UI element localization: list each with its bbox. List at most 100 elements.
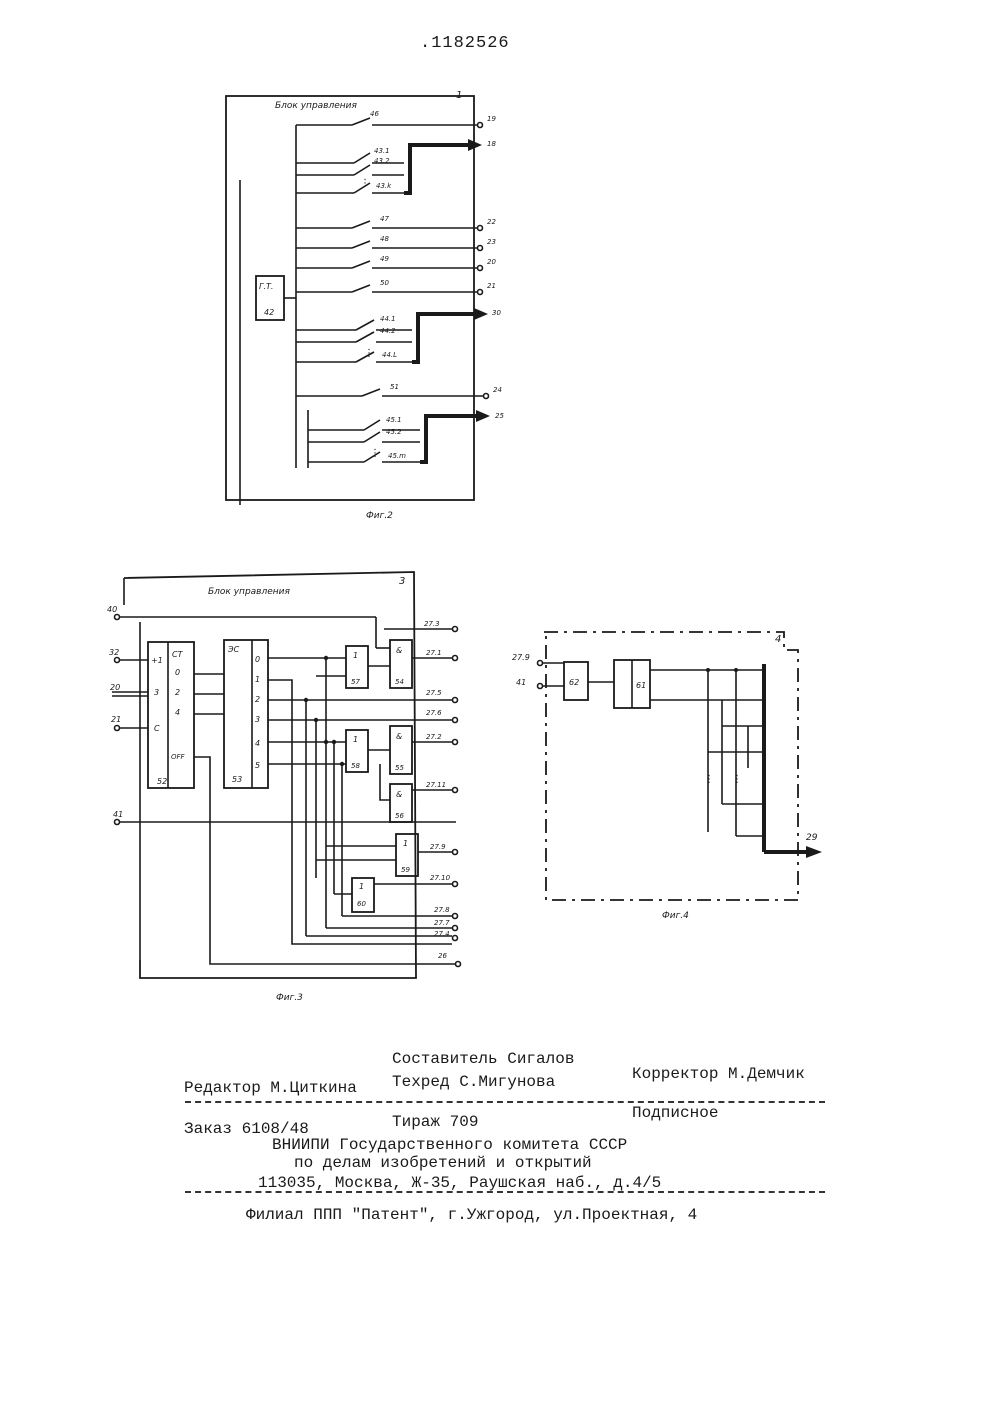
input-number: 20	[110, 683, 120, 692]
fig3-block-number: 3	[399, 576, 405, 587]
colophon-korrektor: Корректор М.Демчик	[632, 1065, 805, 1083]
colophon-tehred: Техред С.Мигунова	[392, 1073, 555, 1091]
switch-blade	[354, 153, 370, 163]
colophon-org-line-1: ВНИИПИ Государственного комитета СССР	[272, 1136, 627, 1154]
switch-label: 45.m	[388, 452, 406, 460]
output-terminal	[453, 914, 458, 919]
input-number: 41	[516, 678, 526, 687]
decoder-output-label: 4	[255, 739, 260, 748]
switch-blade	[354, 165, 370, 175]
bus-arrow-line	[404, 145, 470, 193]
switch-label: 44.1	[380, 315, 396, 323]
bus-arrow-line	[420, 416, 478, 462]
output-terminal	[484, 394, 489, 399]
input-terminal	[115, 726, 120, 731]
switch-blade	[352, 118, 370, 125]
colophon-podpisnoe: Подписное	[632, 1104, 718, 1122]
output-terminal	[453, 926, 458, 931]
gate-number: 55	[395, 764, 404, 772]
output-number: 25	[495, 412, 504, 420]
output-number: 27.7	[434, 919, 450, 927]
junction	[324, 740, 328, 744]
output-terminal	[453, 882, 458, 887]
output-number: 27.2	[426, 733, 442, 741]
counter-pin-label: C	[154, 724, 160, 733]
output-number: 19	[487, 115, 496, 123]
arrow-head	[474, 308, 488, 320]
switch-label: 44.L	[382, 351, 397, 359]
ellipsis: ⋮	[360, 178, 370, 189]
switch-label: 43.k	[376, 182, 392, 190]
figure-3: Блок управления 3 40 32 20 21 41 +1 3	[107, 572, 461, 1003]
output-number: 24	[493, 386, 502, 394]
ellipsis: ⋮	[732, 774, 742, 785]
decoder-output-label: 2	[255, 695, 260, 704]
switch-label: 48	[380, 235, 389, 243]
input-number: 27.9	[512, 653, 530, 662]
figure-2: Блок управления 1 Г.Т. 42 46 19	[226, 90, 504, 521]
output-number: 27.5	[426, 689, 442, 697]
output-number: 27.10	[430, 874, 451, 882]
separator-rule	[185, 1191, 825, 1193]
input-terminal	[115, 820, 120, 825]
input-terminal	[538, 661, 543, 666]
separator-rule	[185, 1101, 825, 1103]
decoder-number: 53	[232, 775, 242, 784]
switch-label: 50	[380, 279, 389, 287]
bus-arrow-line	[412, 314, 476, 362]
output-number: 27.8	[434, 906, 450, 914]
gate-symbol: 1	[403, 839, 408, 848]
gate-number: 54	[395, 678, 404, 686]
counter-pin-label: CT	[172, 650, 184, 659]
gate-symbol: 1	[353, 735, 358, 744]
output-terminal	[453, 627, 458, 632]
input-number: 41	[113, 810, 123, 819]
output-number: 18	[487, 140, 496, 148]
switch-label: 46	[370, 110, 379, 118]
ellipsis: ⋮	[370, 448, 380, 459]
switch-label: 47	[380, 215, 389, 223]
output-number: 22	[487, 218, 496, 226]
colophon-filial: Филиал ППП "Патент", г.Ужгород, ул.Проек…	[246, 1206, 697, 1224]
output-number: 27.4	[434, 930, 450, 938]
ellipsis: ⋮	[704, 774, 714, 785]
output-number: 26	[438, 952, 447, 960]
junction	[332, 740, 336, 744]
counter-pin-label: 3	[154, 688, 159, 697]
fig3-block-title: Блок управления	[208, 587, 290, 597]
decoder-label: ЭС	[227, 645, 240, 654]
switch-label: 45.2	[386, 428, 402, 436]
input-number: 32	[109, 648, 119, 657]
output-number: 27.1	[426, 649, 442, 657]
colophon-sostavitel: Составитель Сигалов	[392, 1050, 574, 1068]
gate-symbol: 1	[353, 651, 358, 660]
fig4-block-frame	[544, 632, 798, 900]
colophon-tirazh: Тираж 709	[392, 1113, 478, 1131]
fig2-caption: Фиг.2	[366, 511, 393, 521]
gate-symbol: &	[396, 790, 402, 799]
counter-pin-label: OFF	[171, 753, 186, 761]
output-number: 29	[806, 833, 818, 843]
junction	[734, 668, 738, 672]
switch-blade	[352, 241, 370, 248]
switch-blade	[352, 221, 370, 228]
counter-pin-label: 4	[175, 708, 180, 717]
fig2-generator-number: 42	[264, 308, 274, 317]
counter-pin-label: 2	[175, 688, 180, 697]
output-terminal	[453, 850, 458, 855]
output-terminal	[478, 123, 483, 128]
input-number: 21	[111, 715, 121, 724]
fig2-block-title: Блок управления	[275, 101, 357, 111]
output-number: 27.6	[426, 709, 442, 717]
colophon-org-line-2: по делам изобретений и открытий	[294, 1154, 592, 1172]
figure-4: 4 27.9 41 62 61 ⋮	[512, 632, 822, 921]
fig3-caption: Фиг.3	[276, 993, 303, 1003]
block-number: 61	[636, 681, 646, 690]
switch-blade	[352, 285, 370, 292]
output-number: 27.11	[426, 781, 446, 789]
output-terminal	[453, 788, 458, 793]
gate-symbol: &	[396, 646, 402, 655]
switch-label: 43.1	[374, 147, 390, 155]
output-number: 27.3	[424, 620, 440, 628]
